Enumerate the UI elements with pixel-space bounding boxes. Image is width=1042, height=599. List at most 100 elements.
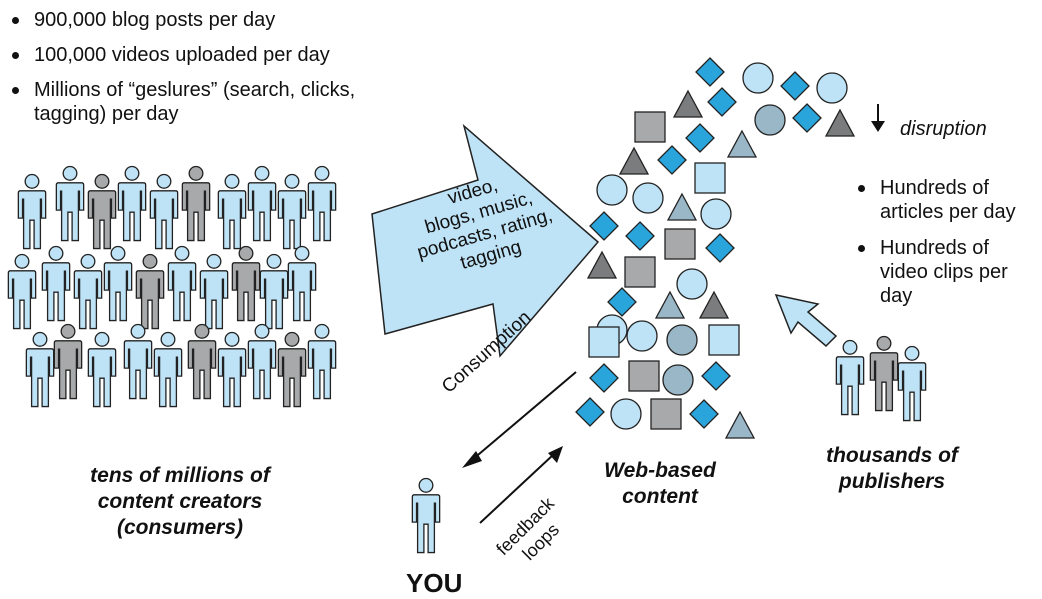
content-diamond xyxy=(575,397,605,427)
disruption-label: disruption xyxy=(900,118,987,140)
content-diamond xyxy=(589,211,619,241)
person-icon xyxy=(87,331,117,408)
content-diamond xyxy=(657,145,687,175)
person-icon xyxy=(411,477,441,554)
content-diamond xyxy=(792,103,822,133)
person-icon xyxy=(217,173,247,250)
stat-gestures: Millions of “geslures” (search, clicks,t… xyxy=(12,78,355,126)
person-icon xyxy=(897,345,927,422)
person-icon xyxy=(117,165,147,242)
person-icon xyxy=(287,245,317,322)
content-circle xyxy=(700,198,732,230)
caption-line: publishers xyxy=(838,470,946,493)
person-icon xyxy=(187,323,217,400)
publishers-group xyxy=(835,335,927,422)
person-icon xyxy=(231,245,261,322)
web-content-caption: Web-based content xyxy=(570,458,750,510)
person-icon xyxy=(135,253,165,330)
content-triangle xyxy=(654,290,686,319)
content-square xyxy=(694,162,726,194)
person-icon xyxy=(259,253,289,330)
stat-text: 900,000 blog posts per day xyxy=(34,9,276,31)
person-icon xyxy=(217,331,247,408)
feedback-arrow xyxy=(479,446,563,524)
stat-text: articles per day xyxy=(880,201,1016,223)
content-square xyxy=(708,324,740,356)
person-icon xyxy=(307,323,337,400)
stat-text: Hundreds of xyxy=(880,237,989,259)
person-icon xyxy=(123,323,153,400)
caption-line: content creators xyxy=(97,490,263,513)
person-icon xyxy=(247,323,277,400)
content-diamond xyxy=(625,221,655,251)
content-square xyxy=(628,360,660,392)
person-icon xyxy=(869,335,899,412)
content-diamond xyxy=(607,287,637,317)
content-circle xyxy=(662,364,694,396)
you-label: YOU xyxy=(406,568,463,598)
content-square xyxy=(588,326,620,358)
you-figure xyxy=(411,477,441,554)
content-diamond xyxy=(707,87,737,117)
content-circle xyxy=(816,72,848,104)
content-diamond xyxy=(780,71,810,101)
content-triangle xyxy=(726,129,758,158)
person-icon xyxy=(199,253,229,330)
person-icon xyxy=(73,253,103,330)
content-flow-arrow xyxy=(371,123,600,358)
creators-caption: tens of millions of content creators (co… xyxy=(30,463,330,541)
web-content-shapes xyxy=(575,57,856,439)
content-square xyxy=(634,111,666,143)
stat-videos: 100,000 videos uploaded per day xyxy=(12,43,330,67)
person-icon xyxy=(7,253,37,330)
content-diamond xyxy=(685,123,715,153)
caption-line: tens of millions of xyxy=(90,464,270,487)
person-icon xyxy=(277,173,307,250)
person-icon xyxy=(835,339,865,416)
person-icon xyxy=(25,331,55,408)
person-icon xyxy=(153,331,183,408)
content-diamond xyxy=(705,233,735,263)
disruption-arrow xyxy=(871,104,885,132)
stat-text: day xyxy=(880,285,913,307)
content-circle xyxy=(632,182,664,214)
person-icon xyxy=(17,173,47,250)
content-circle xyxy=(626,320,658,352)
person-icon xyxy=(55,165,85,242)
stat-blog-posts: 900,000 blog posts per day xyxy=(12,8,276,32)
content-square xyxy=(664,228,696,260)
person-icon xyxy=(167,245,197,322)
content-diamond xyxy=(695,57,725,87)
content-triangle xyxy=(824,108,856,137)
publishers-caption: thousands of publishers xyxy=(792,443,992,495)
content-triangle xyxy=(666,192,698,221)
content-triangle xyxy=(672,89,704,118)
consumption-arrow xyxy=(462,371,577,468)
person-icon xyxy=(247,165,277,242)
creators-crowd xyxy=(7,165,337,408)
stat-text: tagging) per day xyxy=(34,103,179,125)
person-icon xyxy=(41,245,71,322)
content-triangle xyxy=(586,250,618,279)
caption-line: (consumers) xyxy=(116,516,244,539)
publisher-arrow xyxy=(774,293,838,348)
content-diamond xyxy=(701,361,731,391)
content-circle xyxy=(754,104,786,136)
person-icon xyxy=(103,245,133,322)
content-circle xyxy=(610,398,642,430)
content-triangle xyxy=(618,146,650,175)
caption-line: content xyxy=(622,485,698,508)
person-icon xyxy=(87,173,117,250)
person-icon xyxy=(149,173,179,250)
content-circle xyxy=(666,324,698,356)
person-icon xyxy=(181,165,211,242)
content-triangle xyxy=(724,410,756,439)
content-triangle xyxy=(698,290,730,319)
stat-text: video clips per xyxy=(880,261,1008,283)
content-square xyxy=(624,256,656,288)
content-diamond xyxy=(589,363,619,393)
content-diamond xyxy=(689,399,719,429)
